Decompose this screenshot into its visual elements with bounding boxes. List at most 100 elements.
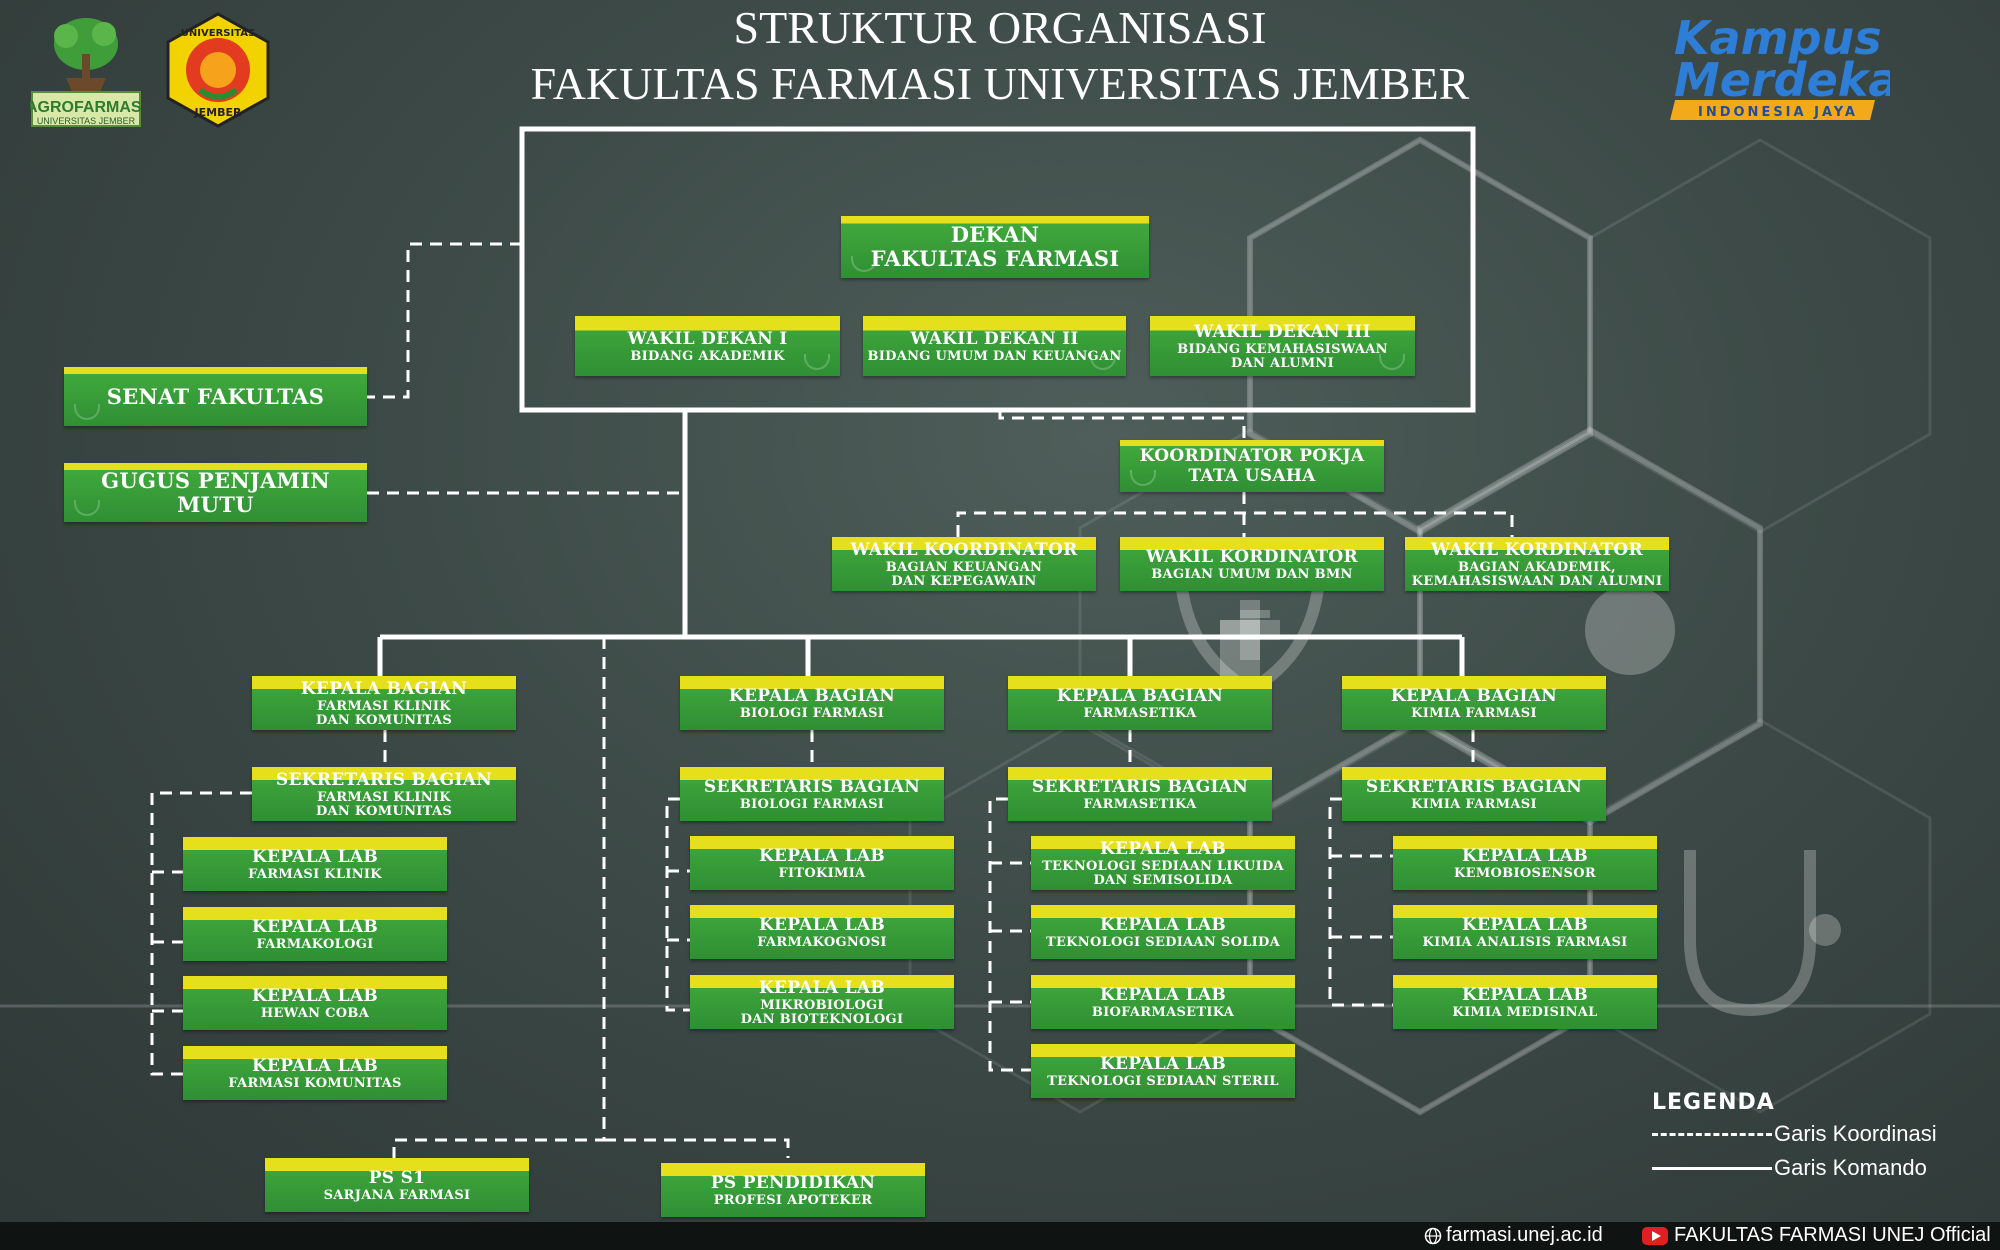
vice-dean-3-title: WAKIL DEKAN III <box>1194 321 1371 342</box>
lab-head-box[interactable]: KEPALA LAB HEWAN COBA <box>183 976 447 1030</box>
dept-head-title: KEPALA BAGIAN <box>1056 685 1224 706</box>
dept-secretary-subtitle: FARMASETIKA <box>1083 796 1197 812</box>
vice-dean-2-subtitle: BIDANG UMUM DAN KEUANGAN <box>867 348 1122 364</box>
dean-box[interactable]: DEKAN FAKULTAS FARMASI <box>841 216 1149 278</box>
lab-head-title: KEPALA LAB <box>251 916 379 937</box>
lab-head-box[interactable]: KEPALA LAB FITOKIMIA <box>690 836 954 890</box>
svg-text:Kampus: Kampus <box>1674 11 1882 65</box>
svg-text:AGROFARMASI: AGROFARMASI <box>30 99 142 116</box>
lab-head-title: KEPALA LAB <box>1461 984 1589 1005</box>
legend-coordination-label: Garis Koordinasi <box>1774 1121 1937 1146</box>
pokja-title-line2: TATA USAHA <box>1188 466 1316 486</box>
dept-head-title: KEPALA BAGIAN <box>1390 685 1558 706</box>
legend-command-row: Garis Komando <box>1652 1153 1937 1183</box>
lab-head-subtitle: FARMAKOGNOSI <box>757 934 887 950</box>
vice-dean-1-subtitle: BIDANG AKADEMIK <box>630 348 785 364</box>
vice-coordinator-3-title: WAKIL KORDINATOR <box>1431 539 1643 560</box>
lab-head-box[interactable]: KEPALA LAB FARMAKOLOGI <box>183 907 447 961</box>
svg-text:UNIVERSITAS JEMBER: UNIVERSITAS JEMBER <box>37 116 136 126</box>
study-program-s1-box[interactable]: PS S1 SARJANA FARMASI <box>265 1158 529 1212</box>
lab-head-subtitle: FARMAKOLOGI <box>256 936 374 952</box>
pokja-title-line1: KOORDINATOR POKJA <box>1139 446 1365 466</box>
senate-box[interactable]: SENAT FAKULTAS <box>64 367 367 426</box>
study-program-title: PS S1 <box>368 1167 426 1188</box>
pokja-coordinator-box[interactable]: KOORDINATOR POKJA TATA USAHA <box>1120 440 1384 492</box>
legend-title: LEGENDA <box>1652 1090 1775 1115</box>
lab-head-title: KEPALA LAB <box>1099 984 1227 1005</box>
vice-dean-1-title: WAKIL DEKAN I <box>627 328 788 349</box>
dept-head-subtitle: KIMIA FARMASI <box>1411 705 1537 721</box>
dept-secretary-box[interactable]: SEKRETARIS BAGIAN BIOLOGI FARMASI <box>680 767 944 821</box>
dept-secretary-title: SEKRETARIS BAGIAN <box>1365 776 1583 797</box>
lab-head-title: KEPALA LAB <box>758 845 886 866</box>
lab-head-box[interactable]: KEPALA LAB FARMASI KLINIK <box>183 837 447 891</box>
quality-assurance-box[interactable]: GUGUS PENJAMIN MUTU <box>64 463 367 522</box>
unej-logo: UNIVERSITAS JEMBER <box>160 12 276 128</box>
vice-coordinator-3-box[interactable]: WAKIL KORDINATOR BAGIAN AKADEMIK,KEMAHAS… <box>1405 537 1669 591</box>
vice-dean-1-box[interactable]: WAKIL DEKAN I BIDANG AKADEMIK <box>575 316 840 376</box>
dept-head-subtitle: BIOLOGI FARMASI <box>739 705 885 721</box>
dept-secretary-title: SEKRETARIS BAGIAN <box>703 776 921 797</box>
dept-secretary-box[interactable]: SEKRETARIS BAGIAN KIMIA FARMASI <box>1342 767 1606 821</box>
lab-head-box[interactable]: KEPALA LAB TEKNOLOGI SEDIAAN SOLIDA <box>1031 905 1295 959</box>
study-program-apoteker-box[interactable]: PS PENDIDIKAN PROFESI APOTEKER <box>661 1163 925 1217</box>
lab-head-box[interactable]: KEPALA LAB TEKNOLOGI SEDIAAN STERIL <box>1031 1044 1295 1098</box>
vice-dean-2-box[interactable]: WAKIL DEKAN II BIDANG UMUM DAN KEUANGAN <box>863 316 1126 376</box>
dept-secretary-subtitle: BIOLOGI FARMASI <box>739 796 885 812</box>
dept-head-box[interactable]: KEPALA BAGIAN FARMASETIKA <box>1008 676 1272 730</box>
lab-head-title: KEPALA LAB <box>251 985 379 1006</box>
chart-title-line1: STRUKTUR ORGANISASI <box>733 2 1267 53</box>
lab-head-box[interactable]: KEPALA LAB FARMAKOGNOSI <box>690 905 954 959</box>
lab-head-title: KEPALA LAB <box>1099 914 1227 935</box>
youtube-channel-text: FAKULTAS FARMASI UNEJ Official <box>1674 1224 1991 1246</box>
lab-head-title: KEPALA LAB <box>1099 838 1227 859</box>
youtube-link[interactable]: FAKULTAS FARMASI UNEJ Official <box>1642 1224 1991 1247</box>
vice-coordinator-3-subtitle: BAGIAN AKADEMIK,KEMAHASISWAAN DAN ALUMNI <box>1411 559 1663 589</box>
legend-coordination-row: Garis Koordinasi <box>1652 1119 1937 1149</box>
website-link[interactable]: farmasi.unej.ac.id <box>1424 1224 1603 1247</box>
dept-head-box[interactable]: KEPALA BAGIAN BIOLOGI FARMASI <box>680 676 944 730</box>
lab-head-subtitle: FITOKIMIA <box>778 865 866 881</box>
dept-secretary-box[interactable]: SEKRETARIS BAGIAN FARMASETIKA <box>1008 767 1272 821</box>
study-program-title: PS PENDIDIKAN <box>710 1172 876 1193</box>
legend-command-label: Garis Komando <box>1774 1155 1927 1180</box>
dept-head-subtitle: FARMASETIKA <box>1083 705 1197 721</box>
lab-head-box[interactable]: KEPALA LAB BIOFARMASETIKA <box>1031 975 1295 1029</box>
vice-coordinator-1-title: WAKIL KOORDINATOR <box>850 539 1078 560</box>
lab-head-box[interactable]: KEPALA LAB KIMIA ANALISIS FARMASI <box>1393 905 1657 959</box>
study-program-subtitle: SARJANA FARMASI <box>323 1187 471 1203</box>
lab-head-subtitle: FARMASI KOMUNITAS <box>228 1075 402 1091</box>
dept-secretary-title: SEKRETARIS BAGIAN <box>275 769 493 790</box>
study-program-subtitle: PROFESI APOTEKER <box>713 1192 873 1208</box>
svg-text:JEMBER: JEMBER <box>194 106 242 119</box>
vice-dean-2-title: WAKIL DEKAN II <box>910 328 1079 349</box>
solid-line-swatch <box>1652 1166 1772 1170</box>
dean-title-line2: FAKULTAS FARMASI <box>870 246 1120 271</box>
lab-head-title: KEPALA LAB <box>1461 914 1589 935</box>
lab-head-title: KEPALA LAB <box>758 914 886 935</box>
dept-secretary-subtitle: KIMIA FARMASI <box>1411 796 1537 812</box>
lab-head-subtitle: BIOFARMASETIKA <box>1091 1004 1235 1020</box>
dean-title-line1: DEKAN <box>950 222 1040 247</box>
vice-coordinator-2-title: WAKIL KORDINATOR <box>1146 546 1358 567</box>
lab-head-subtitle: TEKNOLOGI SEDIAAN STERIL <box>1047 1073 1279 1089</box>
vice-coordinator-2-box[interactable]: WAKIL KORDINATOR BAGIAN UMUM DAN BMN <box>1120 537 1384 591</box>
lab-head-box[interactable]: KEPALA LAB FARMASI KOMUNITAS <box>183 1046 447 1100</box>
dept-head-box[interactable]: KEPALA BAGIAN KIMIA FARMASI <box>1342 676 1606 730</box>
senate-title: SENAT FAKULTAS <box>106 383 325 409</box>
lab-head-box[interactable]: KEPALA LAB KEMOBIOSENSOR <box>1393 836 1657 890</box>
lab-head-box[interactable]: KEPALA LAB KIMIA MEDISINAL <box>1393 975 1657 1029</box>
dashed-line-swatch <box>1652 1132 1772 1136</box>
lab-head-subtitle: KIMIA ANALISIS FARMASI <box>1422 934 1628 950</box>
